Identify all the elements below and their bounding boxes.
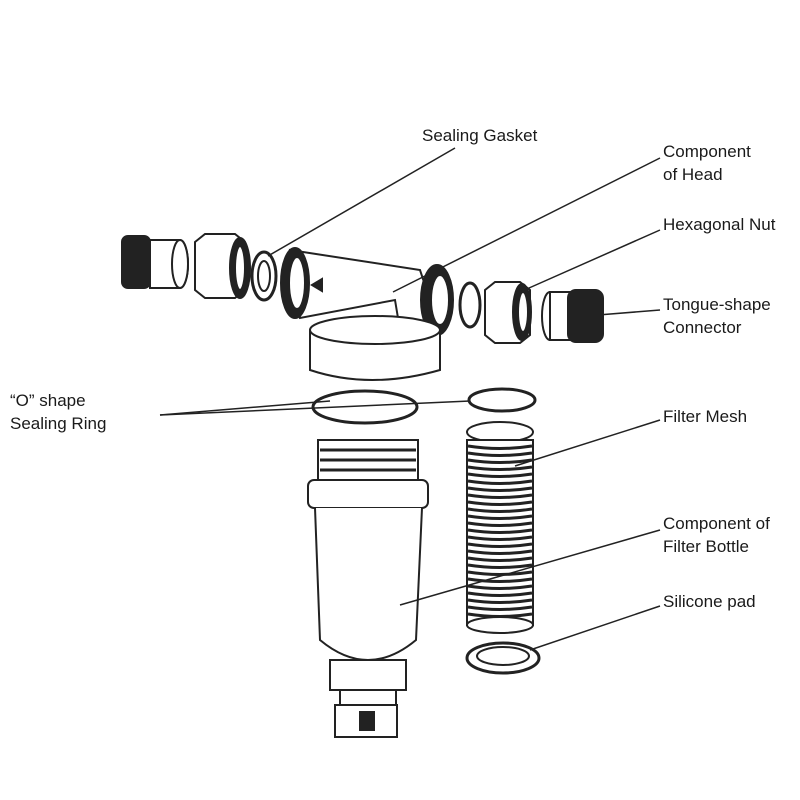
label-o-shape-sealing-ring: “O” shape Sealing Ring [10, 389, 106, 435]
label-filter-mesh: Filter Mesh [663, 407, 748, 426]
label-component-of-filter-bottle: Component of Filter Bottle [663, 512, 770, 558]
label-line: “O” shape [10, 391, 86, 410]
label-line: of Head [663, 165, 723, 184]
filter-head [280, 247, 454, 381]
label-line: Component [663, 142, 751, 161]
label-component-of-head: Component of Head [663, 140, 751, 186]
right-hexagonal-nut [484, 281, 532, 344]
label-sealing-gasket: Sealing Gasket [422, 126, 538, 145]
label-line: Tongue-shape [663, 295, 771, 314]
right-tongue-connector [541, 289, 604, 343]
o-ring-left [311, 389, 419, 425]
filter-bottle [307, 439, 429, 738]
label-line: Sealing Ring [10, 414, 107, 433]
right-gasket [458, 281, 482, 329]
filter-mesh [466, 421, 534, 634]
label-tongue-shape-connector: Tongue-shape Connector [663, 293, 771, 339]
label-line: Component of [663, 514, 770, 533]
label-line: Filter Bottle [663, 537, 749, 556]
sealing-gasket [250, 250, 278, 302]
left-tongue-connector [121, 235, 189, 289]
left-hexagonal-nut [194, 233, 251, 299]
label-silicone-pad: Silicone pad [663, 592, 756, 611]
label-line: Connector [663, 318, 742, 337]
o-ring-right [467, 387, 537, 413]
silicone-pad [465, 641, 541, 675]
label-hexagonal-nut: Hexagonal Nut [663, 215, 776, 234]
leader-lines [159, 147, 661, 651]
